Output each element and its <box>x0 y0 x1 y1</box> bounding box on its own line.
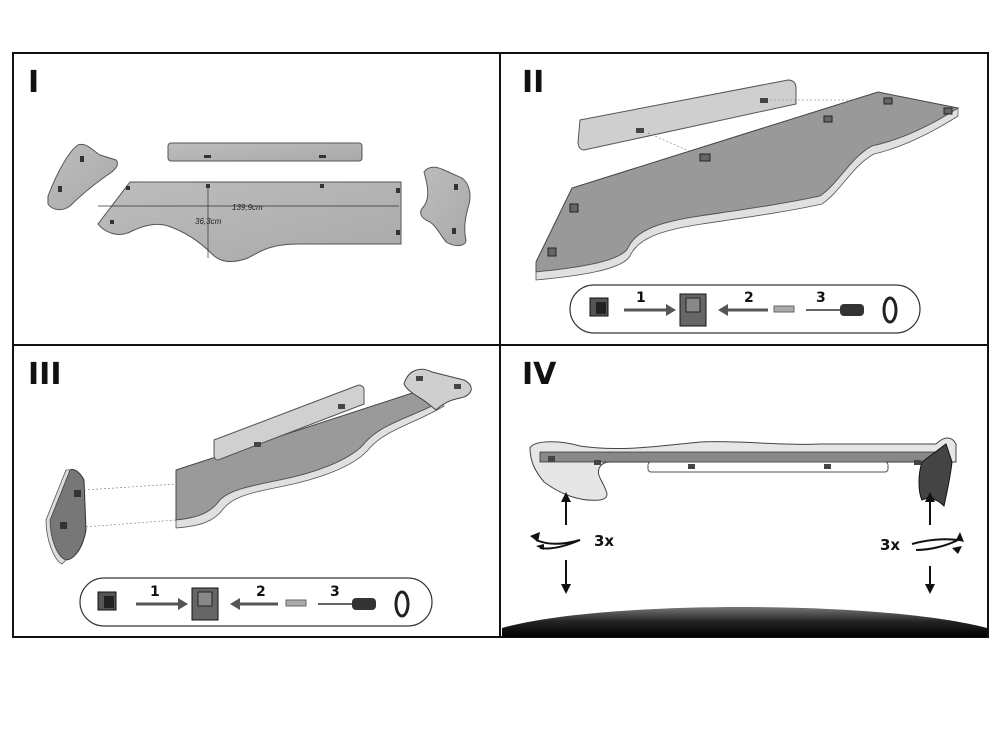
right-side-plate <box>420 166 471 247</box>
plate-clip-b <box>547 247 557 257</box>
main-plate-clip-5 <box>126 186 130 190</box>
guide-line-4 <box>69 519 177 529</box>
ring-icon <box>394 590 410 618</box>
front-strip-assembled <box>213 384 365 461</box>
car-roof <box>502 607 987 637</box>
step-2-number-3: 2 <box>256 584 266 600</box>
screwdriver-icon <box>318 598 376 610</box>
side-plate-left-clip-1 <box>74 490 81 497</box>
main-plate-clip-3 <box>396 188 400 193</box>
clip-mounted-icon <box>191 587 219 621</box>
strip-slot-2 <box>319 155 326 158</box>
main-plate-3d-assembled-edge <box>175 401 445 529</box>
panel-1: I 139,9cm 36,3cm <box>28 65 471 262</box>
panel-3-label: III <box>28 357 62 392</box>
arrow-down-icon <box>561 560 571 594</box>
side-clip-5 <box>914 460 921 465</box>
ring-icon <box>882 296 898 324</box>
clip-mounted-icon <box>679 293 707 327</box>
repeat-label-right: 3x <box>880 536 900 554</box>
plate-clip-a <box>569 203 579 213</box>
plate-clip-c <box>699 153 711 162</box>
plate-clip-d <box>823 115 833 123</box>
panel-4: IV 3x <box>502 357 987 637</box>
arrow-up-icon <box>925 492 935 525</box>
plate-clip-e <box>883 97 893 105</box>
side-plate-right-clip-2 <box>454 384 461 389</box>
main-plate-edge <box>535 107 959 281</box>
side-plate-left-edge <box>45 469 71 565</box>
height-dimension-text: 36,3cm <box>195 217 222 226</box>
front-strip-side <box>647 461 889 473</box>
panel-3: III 1 2 <box>28 357 472 627</box>
main-plate-clip-6 <box>110 220 114 224</box>
strip-slot-1 <box>204 155 211 158</box>
left-plate-hole-2 <box>58 186 62 192</box>
step-3-number: 3 <box>816 290 826 306</box>
right-plate-hole-2 <box>452 228 456 234</box>
side-clip-4 <box>594 460 601 465</box>
step-1-number: 1 <box>636 290 646 306</box>
side-clip-1 <box>688 464 695 469</box>
step-2-number: 2 <box>744 290 754 306</box>
strip-assembled-clip-2 <box>338 404 345 409</box>
arrow-left-icon <box>230 598 278 610</box>
side-plate-left <box>49 469 87 561</box>
side-clip-6 <box>940 450 947 456</box>
plate-clip-f <box>943 107 953 115</box>
screwdriver-icon <box>806 304 864 316</box>
strip-assembled-clip-1 <box>254 442 261 447</box>
arrow-right-icon <box>136 598 188 610</box>
right-plate-hole-1 <box>454 184 458 190</box>
arrow-down-icon <box>925 566 935 594</box>
side-clip-3 <box>548 456 555 462</box>
screw-icon <box>285 599 307 607</box>
clip-icon <box>97 591 117 611</box>
front-strip-3d <box>577 79 797 151</box>
main-plate-clip-4 <box>396 230 400 235</box>
clip-icon <box>589 297 609 317</box>
rotate-arrow-icon <box>530 532 581 550</box>
panel-1-label: I <box>28 65 39 100</box>
panel-4-label: IV <box>522 357 557 392</box>
main-plate-clip-2 <box>320 184 324 188</box>
left-plate-hole-1 <box>80 156 84 162</box>
panel-2: II 1 2 <box>522 65 960 334</box>
left-side-plate <box>47 143 119 211</box>
strip-clip-1 <box>636 128 644 133</box>
guide-line-3 <box>83 483 177 491</box>
steps-capsule-3 <box>79 577 433 627</box>
guide-line-1 <box>647 132 701 157</box>
strip-clip-2 <box>760 98 768 103</box>
side-clip-2 <box>824 464 831 469</box>
side-plate-right-clip-1 <box>416 376 423 381</box>
repeat-label-left: 3x <box>594 532 614 550</box>
main-plate-clip-1 <box>206 184 210 188</box>
length-dimension-text: 139,9cm <box>232 203 263 212</box>
right-mount-plate <box>918 443 953 508</box>
main-plate <box>97 181 402 262</box>
arrow-right-icon <box>624 304 676 316</box>
front-strip <box>167 142 363 162</box>
step-1-number-3: 1 <box>150 584 160 600</box>
panel-2-label: II <box>522 65 544 100</box>
rotate-arrow-icon <box>911 532 964 554</box>
arrow-left-icon <box>718 304 768 316</box>
side-plate-left-clip-2 <box>60 522 67 529</box>
screw-icon <box>773 305 795 313</box>
arrow-up-icon <box>561 492 571 525</box>
step-3-number-3: 3 <box>330 584 340 600</box>
